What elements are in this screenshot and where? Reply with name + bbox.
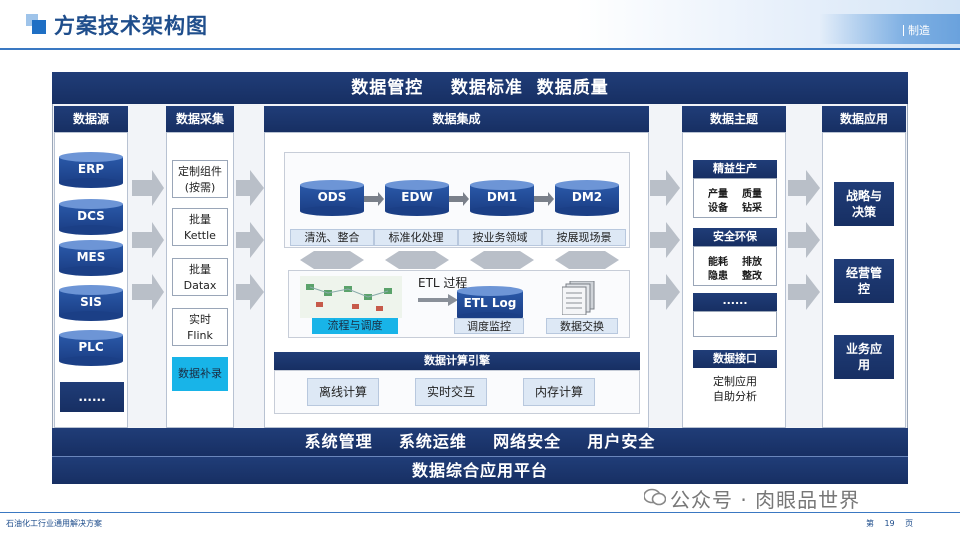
compute-realtime: 实时交互 [415, 378, 487, 406]
theme-safety-energy: 能耗 [708, 257, 728, 268]
etl-title: ETL 过程 [418, 276, 468, 290]
flow-arrows-2 [236, 170, 264, 310]
header-bar [0, 0, 960, 48]
theme-safety-emission: 排放 [742, 257, 762, 268]
header-divider [903, 25, 904, 36]
app-business: 业务应 用 [834, 335, 894, 379]
theme-safety-hazard: 隐患 [708, 271, 728, 282]
etl-label-flow: 流程与调度 [312, 318, 398, 334]
collector-kettle: 批量 Kettle [172, 208, 228, 246]
theme-safety-rectify: 整改 [742, 271, 762, 282]
platform-band: 数据综合应用平台 [52, 456, 908, 484]
footer-line [0, 512, 960, 513]
theme-interface-custom: 定制应用 [713, 375, 757, 388]
themes-header: 数据主题 [682, 106, 786, 132]
layer-dm1: DM1 [470, 180, 534, 216]
source-plc: PLC [59, 330, 123, 366]
flow-arrows-1 [132, 170, 164, 310]
theme-lean-title: 精益生产 [693, 160, 777, 178]
watermark: 公众号 · 肉眼品世界 [670, 488, 861, 512]
etl-log-db: ETL Log [457, 286, 523, 322]
page-prefix: 第 [866, 519, 874, 528]
page-title: 方案技术架构图 [54, 14, 208, 38]
apps-header: 数据应用 [822, 106, 906, 132]
governance-band: 数据管控 数据标准 数据质量 [52, 72, 908, 104]
collector-manual-entry: 数据补录 [172, 357, 228, 391]
app-operations: 经营管 控 [834, 259, 894, 303]
layer-label-dm2: 按展现场景 [542, 229, 626, 246]
source-sis: SIS [59, 285, 123, 321]
management-band: 系统管理 系统运维 网络安全 用户安全 [52, 428, 908, 456]
header-right-gradient [820, 14, 960, 44]
layer-ods: ODS [300, 180, 364, 216]
header-underline [0, 48, 960, 50]
bidirectional-connectors [300, 251, 619, 269]
compute-engine-header: 数据计算引擎 [274, 352, 640, 370]
theme-lean-quality: 质量 [742, 189, 762, 200]
etl-arrow [418, 294, 458, 306]
page-suffix: 页 [905, 519, 914, 528]
theme-more-box [693, 311, 777, 337]
compute-offline: 离线计算 [307, 378, 379, 406]
layer-edw: EDW [385, 180, 449, 216]
theme-interface-selfservice: 自助分析 [713, 390, 757, 403]
etl-label-exchange: 数据交换 [546, 318, 618, 334]
integration-header: 数据集成 [264, 106, 649, 132]
layer-label-dm1: 按业务领域 [458, 229, 542, 246]
data-exchange-icon [562, 281, 595, 315]
compute-in-memory: 内存计算 [523, 378, 595, 406]
layer-label-edw: 标准化处理 [374, 229, 458, 246]
app-strategy: 战略与 决策 [834, 182, 894, 226]
source-mes: MES [59, 240, 123, 276]
layer-arrows [364, 192, 554, 206]
theme-lean-box: 产量 质量 设备 钻采 [693, 178, 777, 218]
theme-interface-title: 数据接口 [693, 350, 777, 368]
wechat-icon [644, 488, 666, 506]
collector-custom: 定制组件 (按需) [172, 160, 228, 198]
etl-workflow-icon [300, 276, 402, 318]
collector-flink: 实时 Flink [172, 308, 228, 346]
source-erp: ERP [59, 152, 123, 188]
collection-header: 数据采集 [166, 106, 234, 132]
source-dcs: DCS [59, 199, 123, 235]
theme-lean-drilling: 钻采 [742, 203, 762, 214]
header-right-label: 制造 [908, 24, 930, 37]
source-more: ...... [60, 382, 124, 412]
footer-doc-title: 石油化工行业通用解决方案 [6, 519, 102, 528]
sources-header: 数据源 [54, 106, 128, 132]
flow-arrows-3 [650, 170, 680, 310]
etl-label-monitor: 调度监控 [454, 318, 524, 334]
page-number: 19 [884, 519, 895, 528]
collector-datax: 批量 Datax [172, 258, 228, 296]
flow-arrows-4 [788, 170, 820, 310]
footer-page: 第 19 页 [866, 518, 913, 529]
theme-more-title: ...... [693, 293, 777, 311]
theme-lean-output: 产量 [708, 189, 728, 200]
theme-safety-box: 能耗 排放 隐患 整改 [693, 246, 777, 286]
title-square-icon [26, 14, 46, 34]
layer-dm2: DM2 [555, 180, 619, 216]
layer-label-ods: 清洗、整合 [290, 229, 374, 246]
theme-lean-equipment: 设备 [708, 203, 728, 214]
theme-safety-title: 安全环保 [693, 228, 777, 246]
